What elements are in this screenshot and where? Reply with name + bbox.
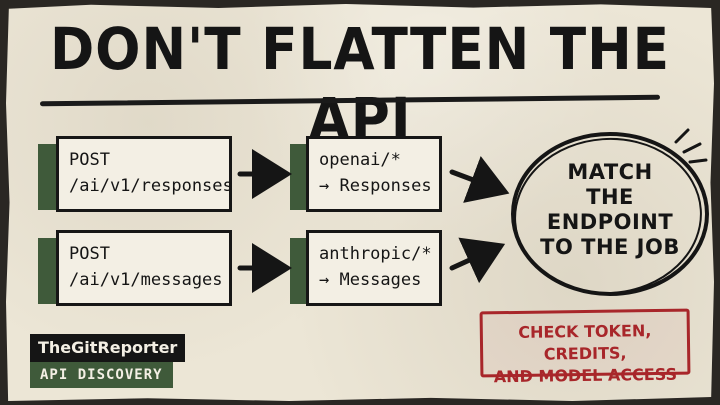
circle-line: MATCH [567, 160, 653, 184]
stamp-line: AND MODEL ACCESS [493, 364, 678, 387]
target-api: → Messages [319, 270, 422, 290]
circle-line: TO THE JOB [540, 235, 680, 259]
endpoint-method: POST [69, 244, 110, 264]
circle-line: THE [586, 185, 634, 209]
target-pattern: openai/* [319, 150, 401, 170]
circle-callout: MATCH THE ENDPOINT TO THE JOB [515, 160, 705, 260]
emphasis-marks-icon [674, 128, 708, 164]
endpoint-box-messages: POST /ai/v1/messages [56, 230, 232, 306]
endpoint-method: POST [69, 150, 110, 170]
endpoint-path: /ai/v1/messages [69, 270, 223, 290]
circle-line: ENDPOINT [546, 210, 674, 234]
target-api: → Responses [319, 176, 432, 196]
target-pattern: anthropic/* [319, 244, 432, 264]
arrow-diagonal-icon [449, 237, 506, 284]
circle-outline [511, 132, 709, 296]
brand-logo: TheGitReporter [30, 334, 186, 362]
arrow-diagonal-icon [449, 156, 510, 203]
target-box-openai: openai/* → Responses [306, 136, 442, 212]
endpoint-box-responses: POST /ai/v1/responses [56, 136, 233, 212]
target-box-anthropic: anthropic/* → Messages [306, 230, 442, 306]
endpoint-path: /ai/v1/responses [69, 176, 233, 196]
circle-outline-sketch [514, 137, 702, 295]
stamp-line: CHECK TOKEN, CREDITS, [518, 321, 652, 364]
brand-tagline: API DISCOVERY [30, 362, 173, 388]
warning-stamp: CHECK TOKEN, CREDITS, AND MODEL ACCESS [479, 308, 691, 386]
